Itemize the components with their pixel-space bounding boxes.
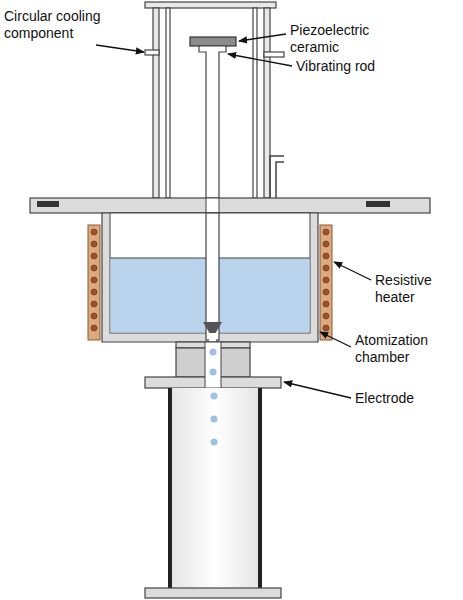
heater-coil: [91, 313, 97, 319]
heater-coil: [91, 241, 97, 247]
collection-tube: [145, 388, 281, 598]
heater-coil: [323, 229, 329, 235]
heater-coil: [323, 313, 329, 319]
heater-coil: [323, 265, 329, 271]
part-label: Piezoelectric ceramic: [290, 22, 400, 56]
part-label: Atomization chamber: [355, 332, 459, 366]
heater-coil: [323, 277, 329, 283]
heater-coil: [323, 241, 329, 247]
heater-coil: [91, 277, 97, 283]
part-label: Electrode: [355, 390, 455, 407]
top-plate: [30, 198, 430, 213]
outlet-tube: [270, 156, 284, 198]
heater-coil: [91, 325, 97, 331]
piezo-ceramic: [190, 37, 236, 46]
heater-coil: [91, 301, 97, 307]
resistive-heater: [88, 225, 332, 340]
part-label: Resistive heater: [375, 272, 455, 306]
heater-coil: [91, 229, 97, 235]
droplets: [210, 349, 218, 446]
part-label: Vibrating rod: [296, 58, 416, 75]
heater-coil: [323, 301, 329, 307]
leader-arrows: [96, 34, 371, 398]
heater-coil: [91, 253, 97, 259]
atomization-chamber: [102, 213, 318, 342]
heater-coil: [91, 265, 97, 271]
heater-coil: [91, 289, 97, 295]
heater-coil: [323, 289, 329, 295]
electrode: [145, 342, 281, 388]
part-label: Circular cooling component: [4, 8, 124, 42]
heater-coil: [323, 253, 329, 259]
heater-coil: [323, 325, 329, 331]
